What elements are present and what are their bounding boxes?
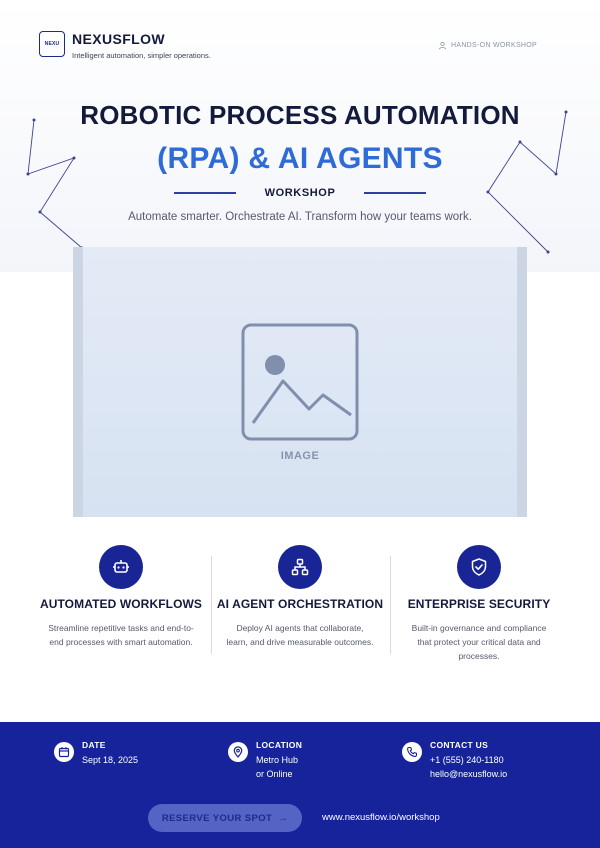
map-pin-icon (233, 746, 243, 758)
person-icon (438, 41, 447, 50)
location-line-2: or Online (256, 769, 293, 779)
hero-image-placeholder: IMAGE (73, 247, 527, 517)
feature-enterprise-security: ENTERPRISE SECURITY Built-in governance … (390, 545, 568, 663)
logo-text: NEXU (44, 41, 60, 47)
brand-tagline: Intelligent automation, simpler operatio… (72, 51, 211, 60)
feature-divider (211, 556, 212, 654)
event-location: LOCATION Metro Hub or Online (228, 740, 302, 781)
robot-icon (113, 560, 129, 573)
event-footer (0, 722, 600, 848)
workshop-badge-label: HANDS-ON WORKSHOP (451, 42, 537, 49)
page-title: ROBOTIC PROCESS AUTOMATION (80, 100, 520, 130)
feature-title: AI AGENT ORCHESTRATION (216, 597, 384, 611)
hero-subtitle: Automate smarter. Orchestrate AI. Transf… (128, 211, 472, 223)
shield-check-icon (471, 558, 487, 576)
network-icon (291, 558, 309, 576)
image-placeholder-icon (241, 323, 359, 441)
workshop-badge: HANDS-ON WORKSHOP (438, 41, 537, 50)
kicker-rule-right (364, 192, 426, 194)
website-link[interactable]: www.nexusflow.io/workshop (322, 812, 440, 823)
contact-email[interactable]: hello@nexusflow.io (430, 769, 508, 779)
brand-logo[interactable]: NEXU (39, 31, 65, 57)
feature-description: Built-in governance and compliance that … (411, 623, 547, 661)
event-date: DATE Sept 18, 2025 (54, 740, 138, 767)
feature-ai-agent-orchestration: AI AGENT ORCHESTRATION Deploy AI agents … (211, 545, 389, 649)
arrow-right-icon: → (278, 812, 289, 824)
contact-phone[interactable]: +1 (555) 240-1180 (430, 755, 504, 765)
kicker-rule-left (174, 192, 236, 194)
reserve-spot-label: RESERVE YOUR SPOT (161, 812, 273, 824)
phone-icon (407, 746, 418, 757)
feature-divider (390, 556, 391, 654)
reserve-spot-button[interactable]: RESERVE YOUR SPOT → (148, 804, 302, 832)
calendar-icon (58, 747, 70, 758)
feature-automated-workflows: AUTOMATED WORKFLOWS Streamline repetitiv… (32, 545, 210, 649)
hero-background (0, 0, 600, 272)
location-line-1: Metro Hub (256, 755, 299, 765)
location-label: LOCATION (256, 740, 303, 750)
event-contact: CONTACT US +1 (555) 240-1180 hello@nexus… (402, 740, 507, 781)
workshop-kicker: WORKSHOP (264, 187, 336, 199)
page-title-highlight: (RPA) & AI AGENTS (157, 142, 443, 175)
date-label: DATE (82, 740, 106, 750)
date-value: Sept 18, 2025 (82, 755, 139, 765)
feature-title: AUTOMATED WORKFLOWS (39, 597, 203, 611)
feature-description: Deploy AI agents that collaborate, learn… (226, 623, 374, 647)
brand-name: NEXUSFLOW (72, 31, 166, 47)
contact-label: CONTACT US (430, 740, 489, 750)
feature-description: Streamline repetitive tasks and end-to-e… (48, 623, 194, 647)
image-caption: IMAGE (280, 450, 320, 462)
feature-title: ENTERPRISE SECURITY (407, 597, 551, 611)
